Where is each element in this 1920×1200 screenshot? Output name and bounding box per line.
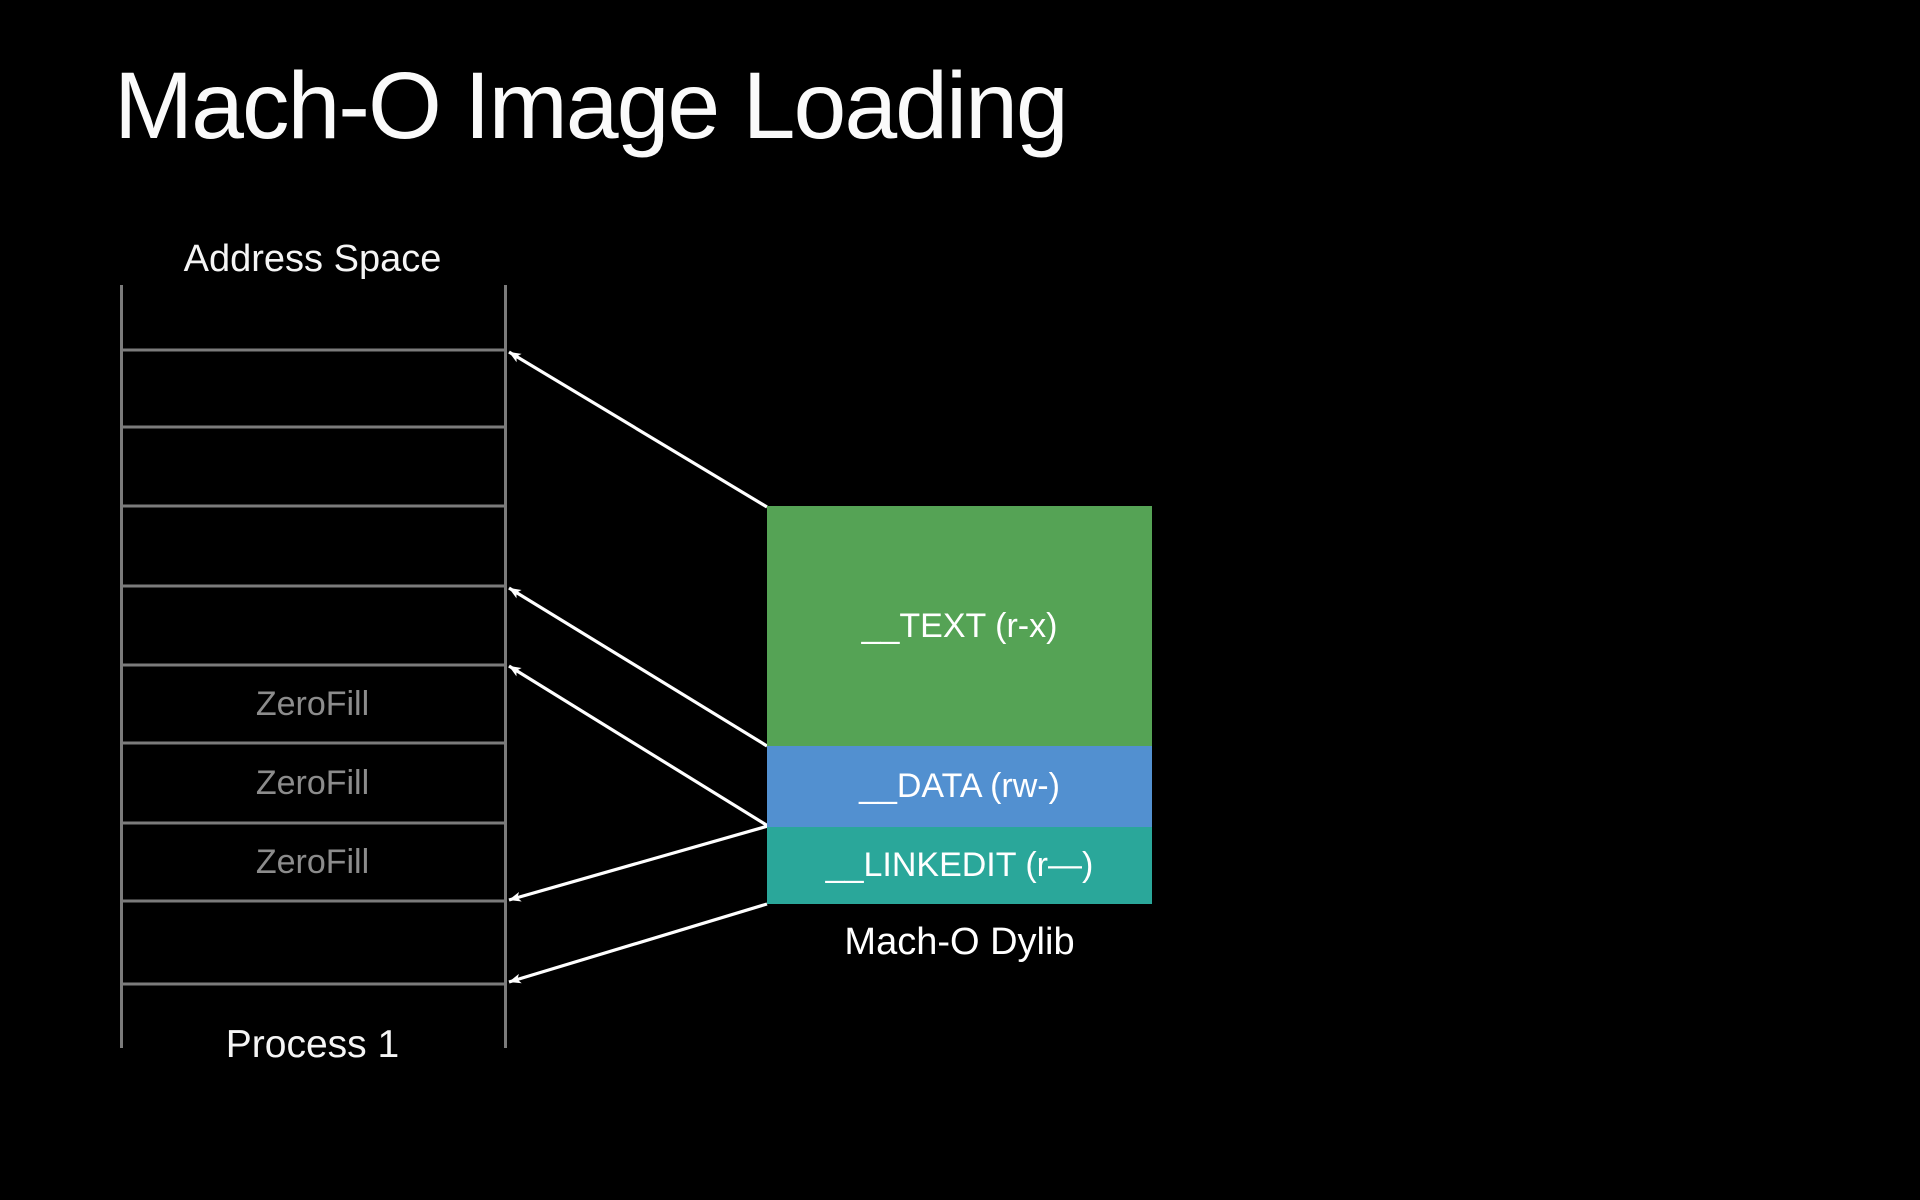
segment-text: __TEXT (r-x)	[767, 506, 1152, 746]
process-label: Process 1	[225, 1023, 400, 1066]
segment-linkedit: __LINKEDIT (r—)	[767, 827, 1152, 904]
slide-title: Mach-O Image Loading	[114, 53, 1069, 159]
arrow-text-segment-to-address	[508, 350, 768, 509]
zerofill-row-label: ZeroFill	[255, 842, 370, 881]
dylib-caption: Mach-O Dylib	[844, 920, 1075, 963]
segment-linkedit-label: __LINKEDIT (r—)	[825, 846, 1094, 884]
arrow-linkedit-start-to-lower-address	[508, 824, 769, 902]
zerofill-row-label: ZeroFill	[255, 684, 370, 723]
zerofill-row-label: ZeroFill	[255, 763, 370, 802]
segment-data-label: __DATA (rw-)	[859, 767, 1060, 805]
arrow-linkedit-end-to-address	[508, 902, 768, 984]
arrow-data-segment-to-address	[508, 586, 768, 748]
dylib-box: __TEXT (r-x) __DATA (rw-) __LINKEDIT (r—…	[767, 506, 1152, 904]
arrow-linkedit-start-to-address	[508, 664, 769, 828]
address-space-label: Address Space	[183, 237, 442, 280]
segment-text-label: __TEXT (r-x)	[861, 606, 1058, 645]
segment-data: __DATA (rw-)	[767, 746, 1152, 827]
address-space-ladder	[120, 285, 507, 1048]
mapping-arrows	[508, 350, 769, 984]
